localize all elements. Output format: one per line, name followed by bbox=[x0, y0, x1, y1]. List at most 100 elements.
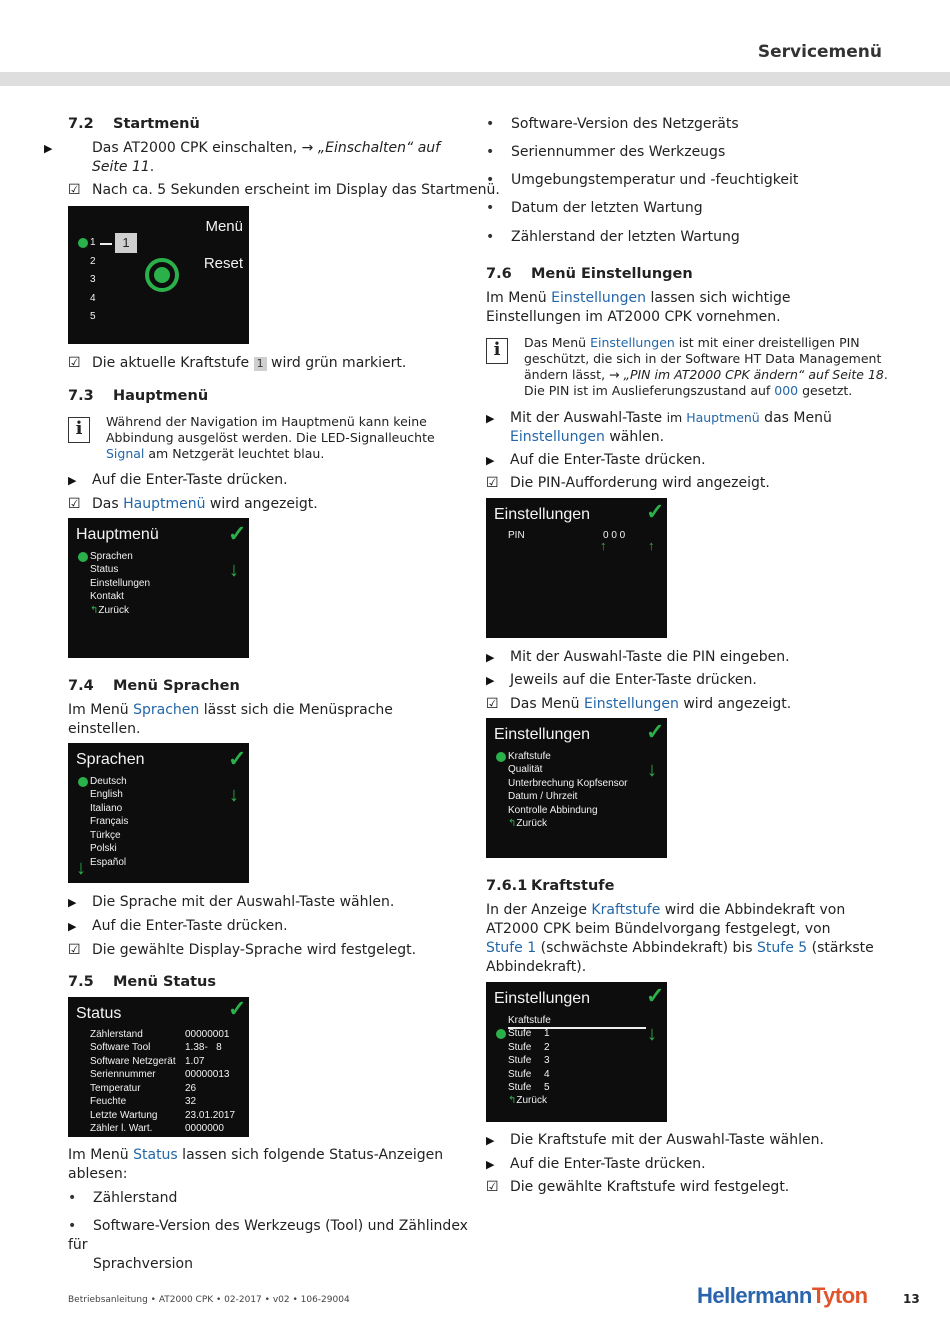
selection-dot-icon bbox=[496, 752, 506, 762]
confirm-check-icon: ✓ bbox=[646, 719, 665, 744]
display-reset-label: Reset bbox=[203, 255, 243, 272]
checkbox-icon: ☑ bbox=[486, 475, 499, 491]
section-paragraph: In der Anzeige Kraftstufe wird die Abbin… bbox=[486, 902, 874, 975]
language-item: Español bbox=[90, 857, 127, 868]
level-label: Stufe bbox=[508, 1082, 532, 1093]
header-bar bbox=[0, 72, 950, 86]
level-number: 1 bbox=[544, 1028, 550, 1039]
bullet-icon: • bbox=[68, 1218, 77, 1234]
menu-item: Sprachen bbox=[90, 551, 133, 562]
back-arrow-icon: ↰ bbox=[508, 1095, 517, 1106]
status-value: 23.01.2017 bbox=[185, 1110, 236, 1121]
checkbox-icon: ☑ bbox=[68, 496, 81, 512]
level-connector bbox=[100, 243, 112, 245]
step-instruction: ▶Die Sprache mit der Auswahl-Taste wähle… bbox=[68, 894, 395, 910]
step-result: ☑Das Menü Einstellungen wird angezeigt. bbox=[486, 696, 792, 712]
bullet-icon: • bbox=[68, 1190, 77, 1206]
bullet-icon: • bbox=[486, 116, 495, 132]
display-title: Einstellungen bbox=[494, 990, 591, 1007]
down-arrow-icon: ↓ bbox=[229, 559, 239, 581]
display-title: Sprachen bbox=[76, 751, 145, 768]
step-arrow-icon: ▶ bbox=[68, 896, 77, 909]
page-number: 13 bbox=[903, 1292, 920, 1306]
cross-reference-link[interactable]: → „Einschalten“ auf bbox=[301, 140, 441, 156]
info-note: Das Menü Einstellungen ist mit einer dre… bbox=[524, 335, 888, 398]
display-title: Einstellungen bbox=[494, 506, 591, 523]
section-number: 7.2 bbox=[68, 116, 94, 132]
kraftstufe-link[interactable]: Kraftstufe bbox=[591, 902, 661, 918]
status-display: Status ✓ Zählerstand 00000001 Software T… bbox=[68, 997, 249, 1137]
up-arrow-icon: ↑ bbox=[600, 538, 607, 553]
step-result: ☑Die gewählte Kraftstufe wird festgelegt… bbox=[486, 1179, 790, 1195]
hauptmenu-link[interactable]: Hauptmenü bbox=[686, 410, 760, 425]
status-label: Zähler l. Wart. bbox=[90, 1123, 153, 1134]
languages-display: Sprachen ✓ ↓ ↓ Deutsch English Italiano … bbox=[68, 743, 249, 883]
hauptmenu-link[interactable]: Hauptmenü bbox=[123, 496, 206, 512]
main-menu-display: Hauptmenü ✓ ↓ Sprachen Status Einstellun… bbox=[68, 518, 249, 658]
level-item: 3 bbox=[90, 274, 96, 285]
level-item: 2 bbox=[90, 256, 96, 267]
einstellungen-link[interactable]: Einstellungen bbox=[584, 696, 679, 712]
cross-reference-link[interactable]: → „PIN im AT2000 CPK ändern“ auf Seite 1… bbox=[609, 367, 884, 382]
checkbox-icon: ☑ bbox=[68, 942, 81, 958]
einstellungen-link[interactable]: Einstellungen bbox=[551, 290, 647, 306]
step-arrow-icon: ▶ bbox=[486, 1158, 495, 1171]
pin-label: PIN bbox=[508, 530, 525, 541]
status-label: Zählerstand bbox=[90, 1029, 143, 1040]
status-value: 00000001 bbox=[185, 1029, 230, 1040]
up-arrow-icon: ↑ bbox=[648, 538, 655, 553]
step-arrow-icon: ▶ bbox=[486, 674, 495, 687]
selection-dot-icon bbox=[78, 552, 88, 562]
confirm-check-icon: ✓ bbox=[228, 746, 247, 771]
down-arrow-icon: ↓ bbox=[647, 759, 657, 781]
level-number: 2 bbox=[544, 1042, 550, 1053]
step-result: ☑Die aktuelle Kraftstufe 1 wird grün mar… bbox=[68, 355, 407, 371]
einstellungen-link[interactable]: Einstellungen bbox=[510, 429, 605, 445]
level-number: 3 bbox=[544, 1055, 550, 1066]
bullet-item: •Software-Version des Netzgeräts bbox=[486, 116, 739, 132]
signal-link[interactable]: Signal bbox=[106, 446, 145, 461]
level-item: 1 bbox=[90, 237, 96, 248]
step-arrow-icon: ▶ bbox=[68, 920, 77, 933]
back-arrow-icon: ↰ bbox=[90, 605, 99, 616]
language-item: Français bbox=[90, 816, 129, 827]
status-link[interactable]: Status bbox=[133, 1147, 178, 1163]
section-paragraph: Im Menü Einstellungen lassen sich wichti… bbox=[486, 290, 791, 325]
display-menu-label: Menü bbox=[205, 218, 243, 235]
step-arrow-icon: ▶ bbox=[486, 454, 495, 467]
settings-item: Kraftstufe bbox=[508, 751, 551, 762]
section-number: 7.5 bbox=[68, 974, 94, 990]
language-item: Türkçe bbox=[90, 830, 121, 841]
start-menu-display: Menü Reset 1 1 2 3 4 5 bbox=[68, 206, 249, 344]
display-title: Einstellungen bbox=[494, 726, 591, 743]
section-number: 7.6 bbox=[486, 266, 512, 282]
settings-item: Kontrolle Abbindung bbox=[508, 805, 598, 816]
green-ring-icon bbox=[145, 258, 179, 292]
settings-item: Qualität bbox=[508, 764, 543, 775]
status-label: Software Tool bbox=[90, 1042, 151, 1053]
checkbox-icon: ☑ bbox=[486, 1179, 499, 1195]
status-value: 1.38- 8 bbox=[185, 1042, 222, 1053]
level-label: Stufe bbox=[508, 1055, 532, 1066]
section-number: 7.6.1 bbox=[486, 878, 528, 894]
bullet-icon: • bbox=[486, 200, 495, 216]
sprachen-link[interactable]: Sprachen bbox=[133, 702, 200, 718]
stufe-5-link[interactable]: Stufe 5 bbox=[757, 940, 808, 956]
stufe-1-link[interactable]: Stufe 1 bbox=[486, 940, 537, 956]
info-note: Während der Navigation im Hauptmenü kann… bbox=[106, 414, 435, 461]
einstellungen-link[interactable]: Einstellungen bbox=[590, 335, 675, 350]
status-label: Feuchte bbox=[90, 1096, 127, 1107]
status-value: 0000000 bbox=[185, 1123, 224, 1134]
confirm-check-icon: ✓ bbox=[646, 983, 665, 1008]
cross-reference-link-page[interactable]: Seite 11 bbox=[92, 159, 150, 175]
bullet-item: •Seriennummer des Werkzeugs bbox=[486, 144, 726, 160]
section-paragraph: Im Menü Sprachen lässt sich die Menüspra… bbox=[68, 702, 393, 737]
status-value: 00000013 bbox=[185, 1069, 230, 1080]
selected-level-dot-icon bbox=[78, 238, 88, 248]
language-item: Italiano bbox=[90, 803, 123, 814]
confirm-check-icon: ✓ bbox=[228, 996, 247, 1021]
level-indicator-box: 1 bbox=[115, 233, 137, 253]
confirm-check-icon: ✓ bbox=[228, 521, 247, 546]
